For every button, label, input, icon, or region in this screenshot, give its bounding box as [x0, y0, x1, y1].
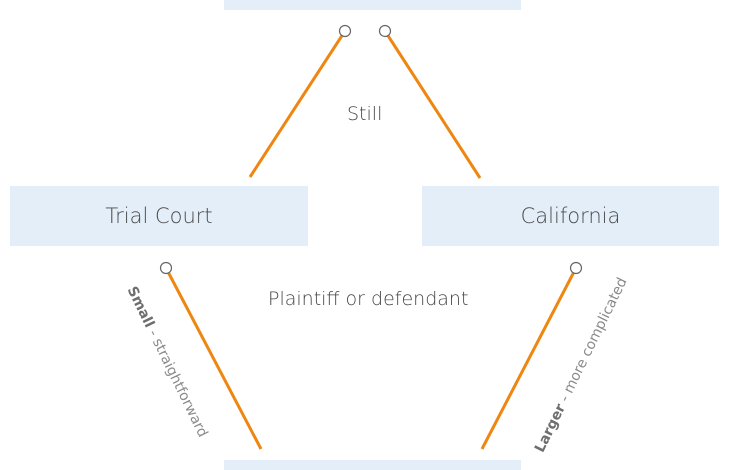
plaintiff-defendant-label: Plaintiff or defendant: [268, 288, 469, 310]
trial-court-box: Trial Court: [10, 186, 308, 246]
california-label: California: [520, 204, 621, 228]
connector-endpoint-left: [159, 261, 173, 275]
connector-top-right: [383, 30, 482, 179]
trial-court-label: Trial Court: [105, 204, 213, 228]
connector-left-bottom: [164, 267, 263, 450]
california-box: California: [422, 186, 719, 246]
connector-endpoint-right: [569, 261, 583, 275]
still-label: Still: [347, 103, 383, 125]
top-box: [224, 0, 521, 10]
connector-endpoint-top-right: [378, 24, 392, 38]
connector-endpoint-top-left: [338, 24, 352, 38]
bottom-box: [224, 460, 521, 470]
connector-right-bottom: [480, 267, 578, 450]
connector-top-left: [248, 30, 347, 178]
